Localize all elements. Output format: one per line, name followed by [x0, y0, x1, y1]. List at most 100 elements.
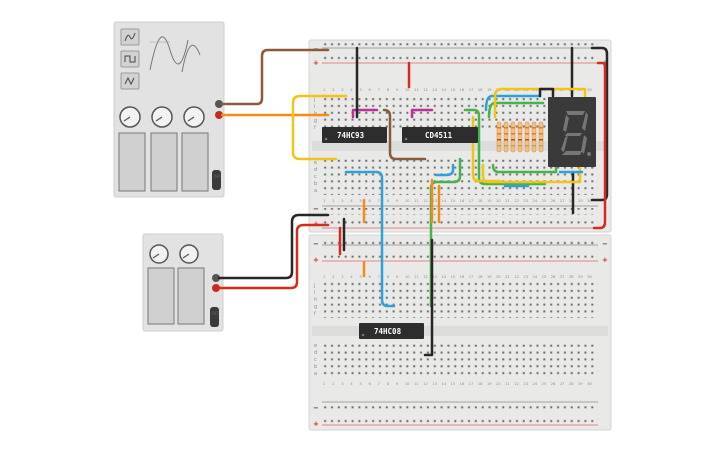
- column-number: 15: [451, 88, 456, 92]
- column-number: 28: [569, 275, 574, 279]
- svg-text:b: b: [314, 364, 317, 370]
- column-number: 11: [414, 275, 419, 279]
- chip-74hc08[interactable]: 74HC08: [359, 323, 424, 339]
- column-number: 16: [460, 88, 465, 92]
- resistor-band: [518, 127, 522, 129]
- svg-text:b: b: [314, 181, 317, 187]
- column-number: 23: [523, 275, 528, 279]
- rail-holes-bottom-1: [322, 240, 598, 247]
- column-number: 3: [341, 275, 343, 279]
- resistor-band: [504, 139, 508, 141]
- rail-holes-top-1: [322, 43, 598, 50]
- brown-wire-board: [382, 108, 427, 161]
- resistor[interactable]: [524, 121, 530, 153]
- column-number: 5: [359, 199, 361, 203]
- resistor[interactable]: [496, 121, 502, 153]
- column-number: 12: [423, 88, 428, 92]
- rail-holes-bottom-3: [322, 404, 598, 411]
- resistor-band: [511, 145, 515, 147]
- column-number: 29: [578, 382, 583, 386]
- column-number: 12: [423, 199, 428, 203]
- seven-segment-display[interactable]: [548, 97, 596, 167]
- column-number: 30: [587, 275, 592, 279]
- column-number: 12: [423, 275, 428, 279]
- ps-positive-terminal[interactable]: [212, 284, 220, 292]
- column-number: 29: [578, 275, 583, 279]
- blue-wire-short: [434, 163, 455, 177]
- fg-positive-terminal[interactable]: [215, 111, 223, 119]
- column-number: 17: [469, 382, 474, 386]
- column-number: 17: [469, 275, 474, 279]
- column-number: 29: [578, 199, 583, 203]
- column-number: 18: [478, 199, 483, 203]
- column-number: 18: [478, 275, 483, 279]
- column-number: 23: [523, 199, 528, 203]
- column-number: 30: [587, 382, 592, 386]
- resistor[interactable]: [510, 121, 516, 153]
- column-number: 11: [414, 88, 419, 92]
- column-number: 7: [378, 199, 380, 203]
- column-number: 18: [478, 88, 483, 92]
- resistor-band: [539, 145, 543, 147]
- power-supply-switch[interactable]: [210, 307, 219, 327]
- resistor-band: [539, 139, 543, 141]
- resistor[interactable]: [538, 121, 544, 153]
- resistor-band: [532, 145, 536, 147]
- column-number: 10: [405, 275, 410, 279]
- column-number: 12: [423, 382, 428, 386]
- svg-text:c: c: [314, 174, 317, 180]
- resistor-band: [532, 133, 536, 135]
- rail-plus-label-3: +: [313, 420, 319, 428]
- column-number: 2: [332, 199, 334, 203]
- column-number: 16: [460, 382, 465, 386]
- column-number: 30: [587, 199, 592, 203]
- resistor-band: [518, 145, 522, 147]
- column-number: 7: [378, 88, 380, 92]
- resistor[interactable]: [517, 121, 523, 153]
- chip-cd4511[interactable]: CD4511: [402, 127, 478, 143]
- chip-74hc93-label: 74HC93: [337, 131, 365, 140]
- column-number: 21: [505, 382, 510, 386]
- function-generator[interactable]: OFF: [113, 21, 225, 198]
- svg-text:d: d: [314, 167, 317, 173]
- yellow-wire-display-2: [493, 87, 587, 119]
- yellow-wire: [291, 94, 348, 161]
- power-supply[interactable]: OFF: [142, 233, 224, 332]
- rail-plus-label-2-right: +: [602, 256, 608, 264]
- column-number: 22: [514, 199, 519, 203]
- magenta-wire-2: [410, 108, 434, 119]
- rail-minus-label-3: −: [313, 404, 319, 412]
- column-number: 6: [369, 88, 372, 92]
- column-number: 9: [396, 275, 399, 279]
- column-number: 21: [505, 275, 510, 279]
- column-number: 15: [451, 275, 456, 279]
- display-2: [150, 132, 178, 192]
- magenta-wire-1: [351, 108, 379, 119]
- waveform-diagram-icon: [149, 36, 189, 71]
- resistor[interactable]: [531, 121, 537, 153]
- resistor[interactable]: [503, 121, 509, 153]
- column-number: 23: [523, 382, 528, 386]
- resistor-band: [539, 127, 543, 129]
- ps-negative-terminal[interactable]: [212, 274, 220, 282]
- svg-text:j: j: [313, 97, 315, 103]
- column-number: 24: [533, 275, 538, 279]
- fg-negative-terminal[interactable]: [215, 100, 223, 108]
- resistor-band: [504, 133, 508, 135]
- column-number: 1: [323, 88, 325, 92]
- resistors[interactable]: [496, 121, 544, 153]
- function-generator-power-switch[interactable]: [212, 170, 221, 190]
- chip-74hc93[interactable]: 74HC93: [322, 127, 387, 143]
- chip-74hc08-label: 74HC08: [374, 327, 402, 336]
- blue-wire-display: [484, 94, 542, 112]
- column-number: 14: [441, 275, 446, 279]
- display-segments: [561, 111, 588, 155]
- resistor-band: [511, 139, 515, 141]
- red-wire-right-edge: [592, 61, 607, 230]
- resistor-band: [518, 139, 522, 141]
- column-number: 26: [551, 199, 556, 203]
- column-number: 13: [432, 275, 437, 279]
- voltage-display: [147, 267, 175, 325]
- column-number: 15: [451, 199, 456, 203]
- breadboard-bottom[interactable]: − + − + − + j i h g f e d c b a 11223344…: [308, 234, 612, 431]
